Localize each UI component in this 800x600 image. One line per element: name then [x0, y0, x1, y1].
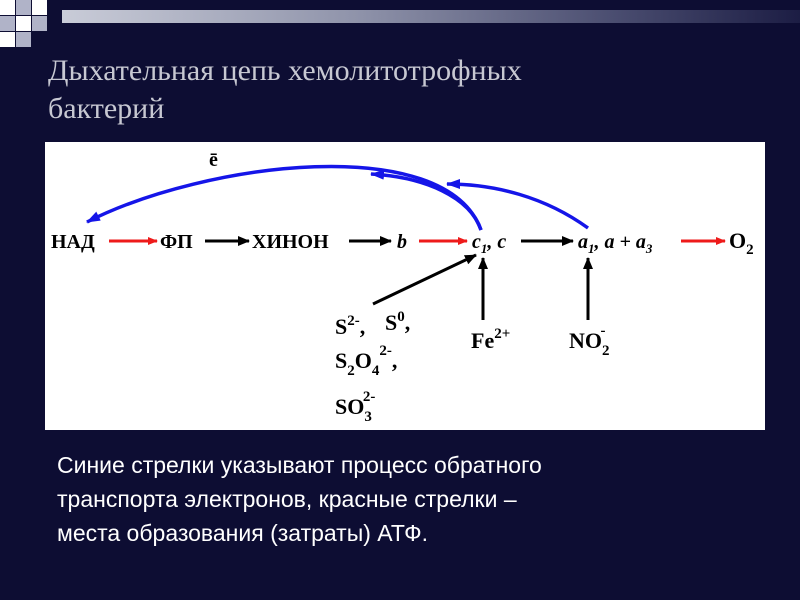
donor-sulfite: SO32- — [335, 389, 375, 425]
donor-sulfide: S2-, — [335, 313, 365, 339]
corner-decoration — [0, 0, 64, 48]
sulfur-donor-arrow — [372, 253, 477, 306]
donor-iron: Fe2+ — [471, 326, 510, 353]
donor-nitrite: NO2- — [569, 323, 610, 359]
donor-dithionite: S2O42-, — [335, 343, 397, 379]
chain-cyt-a: a1, a + a3 — [578, 231, 653, 256]
chain-nad: НАД — [51, 231, 95, 253]
caption-line-2: транспорта электронов, красные стрелки – — [57, 486, 517, 512]
respiratory-chain-diagram: ē НАД ФП ХИНОН b c1, c a1, a + a3 O2 S2-… — [45, 142, 765, 430]
chain-quinone: ХИНОН — [252, 231, 329, 253]
reverse-arrow-to-nad — [86, 164, 483, 231]
reverse-arrow-cyta — [446, 179, 590, 230]
caption-line-1: Синие стрелки указывают процесс обратног… — [57, 452, 542, 478]
diagram-svg: ē НАД ФП ХИНОН b c1, c a1, a + a3 O2 S2-… — [51, 149, 754, 425]
chain-fp: ФП — [160, 231, 193, 253]
caption-text: Синие стрелки указывают процесс обратног… — [57, 448, 757, 550]
chain-oxygen: O2 — [729, 228, 754, 258]
electron-label: ē — [209, 149, 218, 171]
reverse-arrow-cytc — [370, 169, 483, 231]
chain-cyt-b: b — [397, 231, 407, 253]
donor-sulfur: S0, — [385, 309, 410, 335]
slide-title: Дыхательная цепь хемолитотрофных бактери… — [48, 52, 748, 128]
slide-title-line-1: Дыхательная цепь хемолитотрофных — [48, 54, 522, 87]
caption-line-3: места образования (затраты) АТФ. — [57, 520, 428, 546]
chain-cyt-c: c1, c — [472, 231, 506, 256]
slide-title-line-2: бактерий — [48, 92, 165, 125]
top-decorative-bar — [62, 10, 800, 23]
